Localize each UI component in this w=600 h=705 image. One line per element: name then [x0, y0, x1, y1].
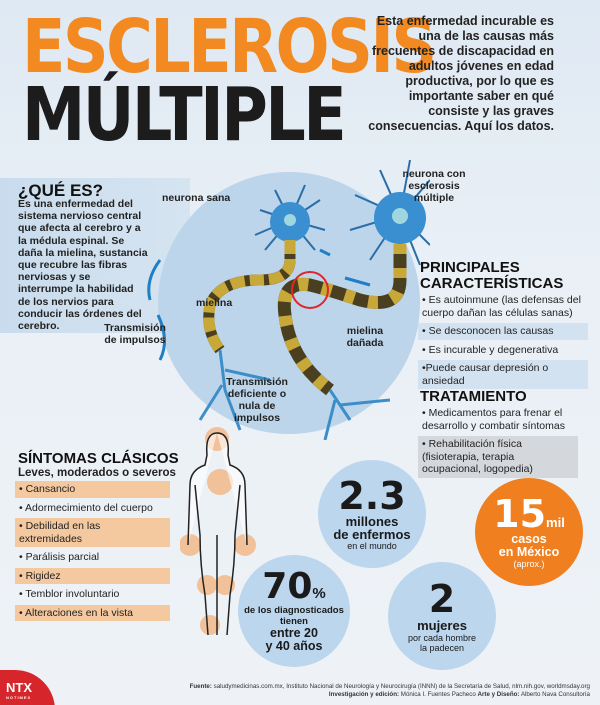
notimex-logo: NTX NOTIMEX — [0, 670, 55, 705]
list-item: • Temblor involuntario — [19, 588, 120, 600]
list-item: • Es autoinmune (las defensas del cuerpo… — [422, 294, 581, 319]
characteristics-list: • Es autoinmune (las defensas del cuerpo… — [418, 292, 588, 391]
que-es-heading: ¿QUÉ ES? — [18, 181, 104, 200]
symptoms-list: • Cansancio • Adormecimiento del cuerpo … — [15, 481, 170, 623]
list-item: • Debilidad en las extremidades — [15, 518, 170, 547]
title-line-2: MÚLTIPLE — [22, 72, 347, 158]
list-item: • Es incurable y degenerativa — [422, 343, 559, 356]
healthy-neuron-label: neurona sana — [162, 192, 231, 204]
list-item: • Medicamentos para frenar el desarrollo… — [422, 407, 565, 432]
list-item: • Cansancio — [15, 481, 170, 498]
healthy-neuron-icon — [198, 184, 326, 431]
list-item: • Rehabilitación física (fisioterapia, t… — [418, 436, 578, 478]
female-body-icon — [180, 427, 256, 636]
intro-text: Esta enfermedad incurable es una de las … — [368, 14, 554, 133]
myelin-label: mielina — [196, 297, 233, 309]
damage-highlight-circle — [291, 271, 329, 309]
ms-neuron-icon — [277, 159, 430, 440]
que-es-body: Es una enfermedad del sistema nervioso c… — [18, 198, 148, 333]
list-item: • Adormecimiento del cuerpo — [19, 501, 153, 514]
list-item: • Se desconocen las causas — [418, 323, 588, 340]
list-item: • Rigidez — [15, 567, 170, 584]
list-item: • Alteraciones en la vista — [15, 604, 170, 621]
title-line-1: ESCLEROSIS — [22, 4, 437, 90]
damaged-myelin-label: mielina dañada — [346, 325, 384, 349]
symptoms-subheading: Leves, moderados o severos — [18, 467, 176, 479]
neuron-diagram — [147, 159, 430, 440]
treatment-heading: TRATAMIENTO — [420, 388, 527, 405]
credits-footer: Fuente: saludymedicinas.com.mx, Institut… — [189, 683, 590, 698]
symptoms-heading: SÍNTOMAS CLÁSICOS — [18, 450, 179, 467]
stat-women-ratio: 2 mujeres por cada hombre la padecen — [388, 562, 496, 670]
transmission-label: Transmisión de impulsos — [104, 322, 166, 346]
list-item: •Puede causar depresión o ansiedad — [418, 360, 588, 389]
stat-age-range: 70% de los diagnosticados tienen entre 2… — [238, 555, 350, 667]
stat-world-patients: 2.3 millones de enfermos en el mundo — [318, 460, 426, 568]
deficient-transmission-label: Transmisión deficiente o nula de impulso… — [226, 376, 288, 424]
characteristics-heading: PRINCIPALES CARACTERÍSTICAS — [420, 259, 564, 292]
treatment-list: • Medicamentos para frenar el desarrollo… — [418, 405, 578, 480]
list-item: • Parálisis parcial — [19, 551, 100, 563]
ms-neuron-label: neurona con esclerosis múltiple — [402, 168, 466, 204]
stat-mexico-cases: 15mil casos en México (aprox.) — [475, 478, 583, 586]
